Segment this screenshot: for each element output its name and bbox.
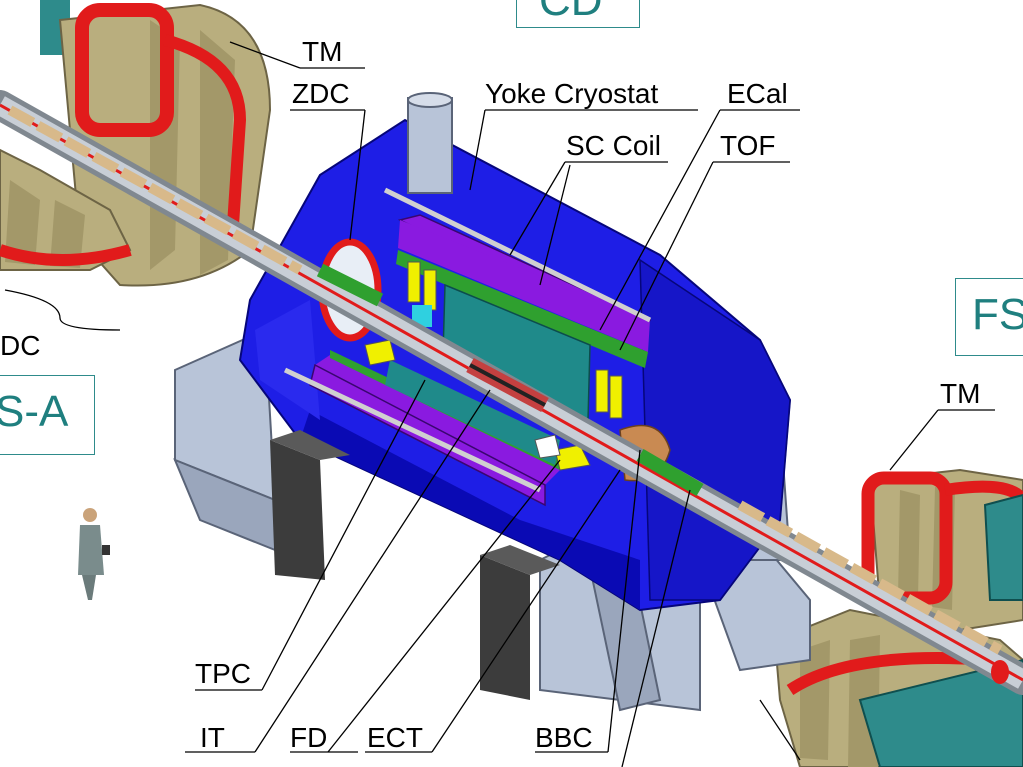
label-fd: FD — [290, 722, 328, 753]
label-ecal: ECal — [727, 78, 788, 109]
label-sc-coil: SC Coil — [566, 130, 661, 161]
inner-layers — [283, 187, 671, 507]
section-label-fs-text: FS — [972, 290, 1023, 339]
ecal-upper — [396, 250, 648, 368]
person-figure — [78, 508, 110, 600]
right-magnet-assembly — [773, 468, 1023, 767]
section-label-sa-text: S-A — [0, 387, 69, 436]
label-bbc: BBC — [535, 722, 593, 753]
right-magnet-teal-end — [983, 493, 1023, 601]
label-ect: ECT — [367, 722, 423, 753]
cryostat-chimney — [407, 97, 453, 194]
label-tm-right: TM — [940, 378, 981, 409]
legs — [270, 430, 560, 700]
section-label-fs: FS — [955, 278, 1023, 356]
label-yoke-cryostat: Yoke Cryostat — [485, 78, 659, 109]
section-label-sa: S-A — [0, 375, 95, 455]
label-zdc-top: ZDC — [292, 78, 350, 109]
label-tof: TOF — [720, 130, 776, 161]
section-label-cd: CD — [516, 0, 640, 28]
label-it: IT — [200, 722, 225, 753]
label-tpc: TPC — [195, 658, 251, 689]
label-dc-left: DC — [0, 330, 41, 361]
section-label-cd-text: CD — [539, 0, 603, 25]
tpc-lower — [385, 360, 560, 465]
beam-pipe — [0, 90, 1023, 695]
sc-coil-lower — [315, 355, 560, 485]
label-tm-top: TM — [302, 36, 343, 67]
left-red-coil — [75, 3, 174, 137]
leader-lines — [4, 41, 995, 767]
